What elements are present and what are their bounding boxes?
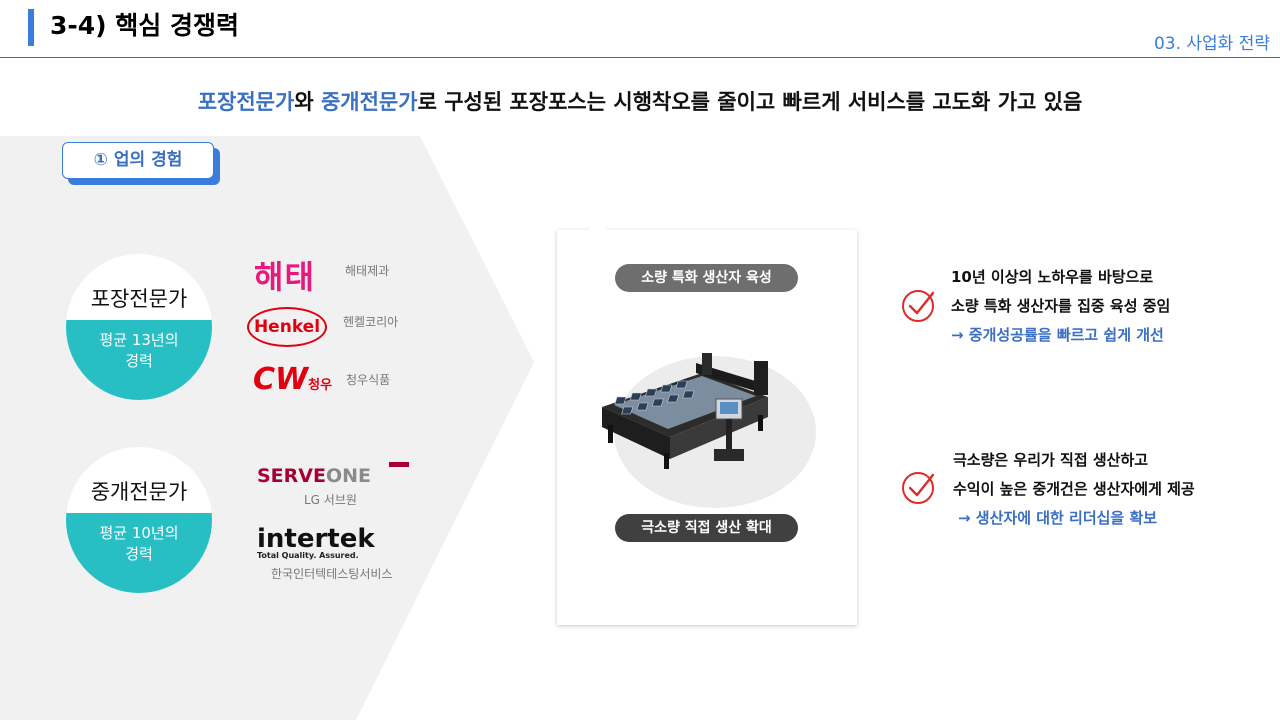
badge-experience-line1: 평균 13년의 [99,331,179,349]
point-2-result: → 생산자에 대한 리더십을 확보 [958,509,1158,527]
badge-experience: 평균 13년의 경력 [66,320,212,400]
headline-brokerage-expert: 중개전문가 [320,90,418,114]
badge-experience-line2: 경력 [125,545,153,563]
page-title: 3-4) 핵심 경쟁력 [50,11,239,40]
badge-title: 포장전문가 [90,287,188,311]
badge-experience-line1: 평균 10년의 [99,524,179,542]
chungwoo-logo-sub: 청우 [308,378,333,393]
header-divider [0,57,1280,58]
headline-packaging-expert: 포장전문가 [197,90,295,114]
badge-title: 중개전문가 [90,480,188,504]
point-1-result: → 중개성공률을 빠르고 쉽게 개선 [951,326,1164,344]
badge-experience-line2: 경력 [125,352,153,370]
serveone-logo-bar [389,462,409,467]
serveone-logo-serve: SERVE [257,465,326,487]
point-2-line1: 극소량은 우리가 직접 생산하고 [953,451,1149,469]
title-accent-bar [28,9,34,46]
henkel-logo: Henkel [247,307,327,347]
intertek-tagline: Total Quality. Assured. [257,551,359,560]
chungwoo-logo: CW청우 [253,362,332,397]
headline-connector: 와 [294,90,321,114]
headline-rest: 로 구성된 포장포스는 시행착오를 줄이고 빠르게 서비스를 고도화 가고 있음 [417,90,1083,114]
card-notch [589,220,607,230]
experience-label: ① 업의 경험 [62,142,214,179]
point-1-line2: 소량 특화 생산자를 집중 육성 중임 [951,297,1171,315]
experience-background-shape [0,136,534,720]
section-label: 03. 사업화 전략 [1153,34,1270,54]
company-name-chungwoo: 청우식품 [346,373,391,387]
point-1-line1: 10년 이상의 노하우를 바탕으로 [951,268,1154,286]
point-1: 10년 이상의 노하우를 바탕으로 소량 특화 생산자를 집중 육성 중임 → … [951,263,1170,350]
check-circle-icon [902,472,935,504]
chungwoo-logo-mark: CW [253,362,309,397]
serveone-logo: SERVEONE [257,462,409,487]
headline: 포장전문가와 중개전문가로 구성된 포장포스는 시행착오를 줄이고 빠르게 서비… [0,86,1280,116]
point-2: 극소량은 우리가 직접 생산하고 수익이 높은 중개건은 생산자에게 제공 → … [953,446,1195,533]
haitai-logo: 해태 [254,258,315,296]
pill-micro-batch-production: 극소량 직접 생산 확대 [615,514,798,542]
point-2-line2: 수익이 높은 중개건은 생산자에게 제공 [953,480,1195,498]
serveone-logo-one: ONE [325,465,372,487]
company-name-intertek: 한국인터텍테스팅서비스 [271,567,393,581]
company-name-serveone: LG 서브원 [304,493,357,507]
company-name-haitai: 해태제과 [345,264,390,278]
packaging-expert-badge: 포장전문가 평균 13년의 경력 [66,254,212,400]
intertek-logo: intertek [257,524,375,554]
brokerage-expert-badge: 중개전문가 평균 10년의 경력 [66,447,212,593]
cutting-machine-image [602,353,816,508]
badge-experience: 평균 10년의 경력 [66,513,212,593]
pill-small-batch-producer: 소량 특화 생산자 육성 [615,264,798,292]
company-name-henkel: 헨켈코리아 [343,315,399,329]
check-circle-icon [902,290,935,322]
